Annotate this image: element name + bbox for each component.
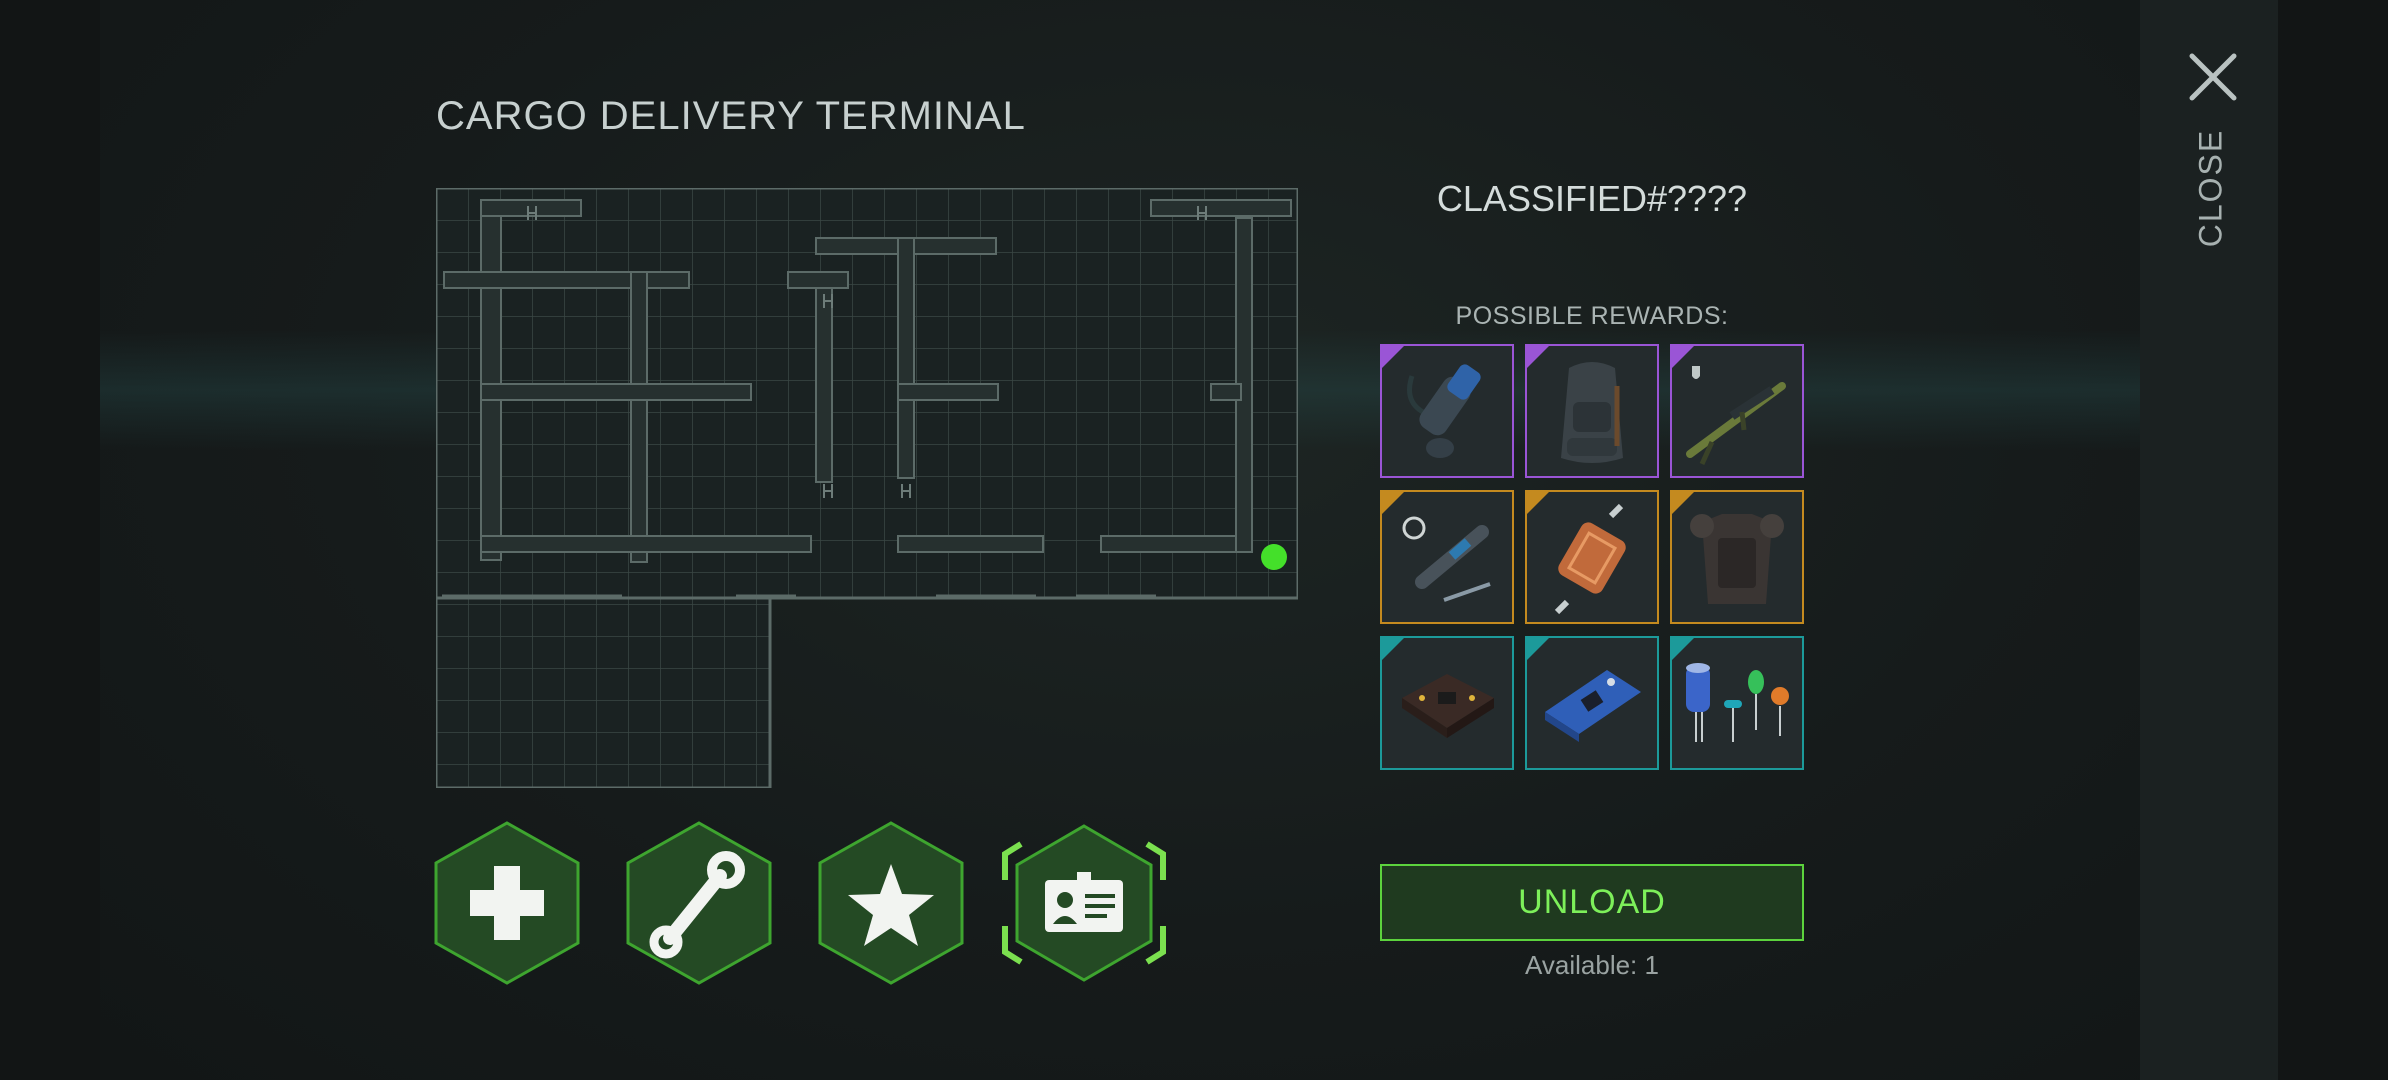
trigger-mechanism-icon	[1402, 516, 1491, 602]
map-ladders	[527, 206, 1207, 498]
reward-slot-backpack[interactable]	[1525, 344, 1659, 478]
possible-rewards-label: POSSIBLE REWARDS:	[1455, 302, 1729, 330]
reward-slot-body-armor[interactable]	[1670, 490, 1804, 624]
map-walls	[443, 199, 1292, 563]
reward-slot-sniper-rifle[interactable]	[1670, 344, 1804, 478]
close-icon[interactable]	[2186, 50, 2240, 104]
star-icon	[848, 864, 934, 946]
reward-slot-microchip[interactable]	[1525, 636, 1659, 770]
microchip-icon	[1545, 670, 1641, 742]
unload-button[interactable]: UNLOAD	[1380, 864, 1804, 941]
backpack-icon	[1561, 362, 1623, 463]
medical-action-button[interactable]	[432, 820, 582, 986]
circuit-board-icon	[1402, 674, 1494, 738]
page-title: CARGO DELIVERY TERMINAL	[436, 94, 1026, 138]
scope-icon	[1407, 364, 1481, 458]
sniper-rifle-icon	[1686, 366, 1786, 466]
medical-cross-icon	[470, 866, 544, 940]
crate-title: CLASSIFIED#????	[1436, 178, 1748, 219]
reward-slot-scope[interactable]	[1380, 344, 1514, 478]
reward-slot-electronic-components[interactable]	[1670, 636, 1804, 770]
side-strip	[2140, 0, 2278, 1080]
available-count: Available: 1	[1525, 950, 1659, 980]
player-location-marker	[1261, 544, 1287, 570]
electronic-components-icon	[1686, 663, 1789, 742]
reward-slot-trigger-mechanism[interactable]	[1380, 490, 1514, 624]
close-button[interactable]: CLOSE	[2192, 128, 2229, 248]
body-armor-icon	[1690, 514, 1784, 604]
rewards-grid	[1380, 344, 1804, 770]
reward-slot-electric-motor[interactable]	[1525, 490, 1659, 624]
repair-action-button[interactable]	[624, 820, 774, 986]
reward-slot-circuit-board[interactable]	[1380, 636, 1514, 770]
wrench-icon	[649, 851, 745, 959]
id-card-action-button[interactable]	[1001, 820, 1167, 986]
favorite-action-button[interactable]	[816, 820, 966, 986]
electric-motor-icon	[1554, 503, 1626, 615]
base-map	[436, 188, 1298, 788]
id-card-icon	[1045, 872, 1123, 932]
